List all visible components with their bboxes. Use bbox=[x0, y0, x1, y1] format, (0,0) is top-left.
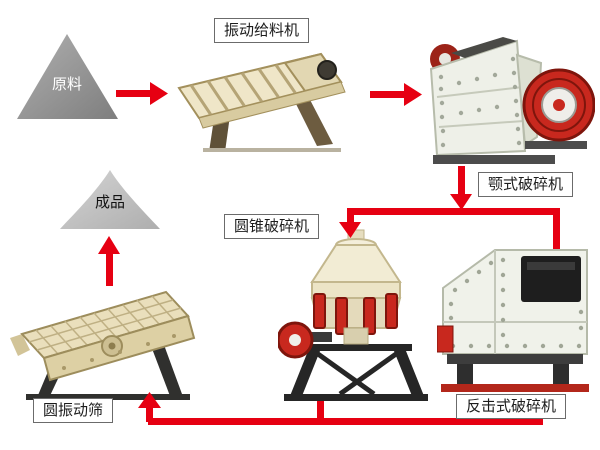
connector-bottom-horizontal bbox=[148, 418, 540, 425]
finished-product-label: 成品 bbox=[94, 194, 125, 211]
arrow-screen-to-product bbox=[98, 236, 120, 286]
impact-crusher-label: 反击式破碎机 bbox=[456, 394, 567, 419]
raw-material-triangle bbox=[17, 34, 118, 119]
impact-crusher-image bbox=[437, 249, 589, 392]
arrow-to-screen bbox=[138, 392, 161, 422]
screen-label: 圆振动筛 bbox=[33, 398, 114, 423]
cone-crusher-label: 圆锥破碎机 bbox=[224, 214, 320, 239]
raw-material-label: 原料 bbox=[51, 76, 82, 93]
feeder-label: 振动给料机 bbox=[214, 18, 310, 43]
arrow-raw-to-feeder bbox=[116, 82, 168, 105]
connector-cone-to-bottom bbox=[317, 398, 324, 425]
finished-product-mound bbox=[60, 170, 160, 229]
arrow-to-cone bbox=[339, 212, 361, 238]
jaw-crusher-label: 颚式破碎机 bbox=[478, 172, 574, 197]
cone-crusher-image bbox=[278, 229, 428, 401]
arrow-jaw-down bbox=[450, 166, 472, 210]
vibrating-feeder-image bbox=[177, 52, 346, 152]
jaw-crusher-image bbox=[429, 37, 595, 164]
arrow-feeder-to-jaw bbox=[370, 83, 422, 106]
connector-jaw-to-impact bbox=[553, 208, 560, 260]
vibrating-screen-image bbox=[10, 290, 196, 400]
connector-horizontal bbox=[347, 208, 557, 215]
